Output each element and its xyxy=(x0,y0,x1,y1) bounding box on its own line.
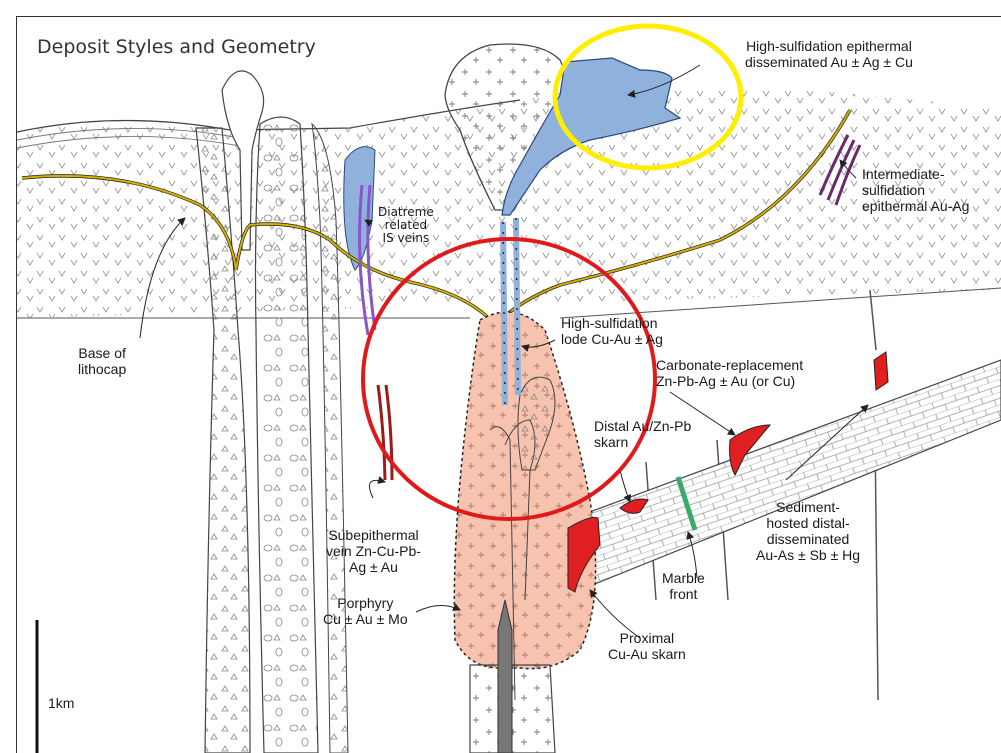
subepithermal-veins xyxy=(378,385,392,480)
label-is-epithermal: Intermediate- sulfidation epithermal Au-… xyxy=(862,166,969,214)
label-diatreme-veins: Diatreme related IS veins xyxy=(378,206,434,245)
label-scale: 1km xyxy=(48,695,74,711)
label-sediment-hosted: Sediment- hosted distal- disseminated Au… xyxy=(756,499,860,563)
sediment-hosted-body xyxy=(874,352,888,390)
label-carbonate-replacement: Carbonate-replacement Zn-Pb-Ag ± Au (or … xyxy=(656,357,803,389)
label-porphyry: Porphyry Cu ± Au ± Mo xyxy=(323,595,408,627)
label-marble-front: Marble front xyxy=(662,570,705,602)
label-hs-epithermal: High-sulfidation epithermal disseminated… xyxy=(745,38,913,70)
label-proximal-skarn: Proximal Cu-Au skarn xyxy=(608,630,686,662)
label-distal-skarn: Distal Au/Zn-Pb skarn xyxy=(594,418,691,450)
label-base-lithocap: Base of lithocap xyxy=(78,345,126,377)
label-hs-lode: High-sulfidation lode Cu-Au ± Ag xyxy=(561,315,663,347)
diagram-title: Deposit Styles and Geometry xyxy=(37,36,316,58)
label-subepithermal: Subepithermal vein Zn-Cu-Pb- Ag ± Au xyxy=(326,527,421,575)
